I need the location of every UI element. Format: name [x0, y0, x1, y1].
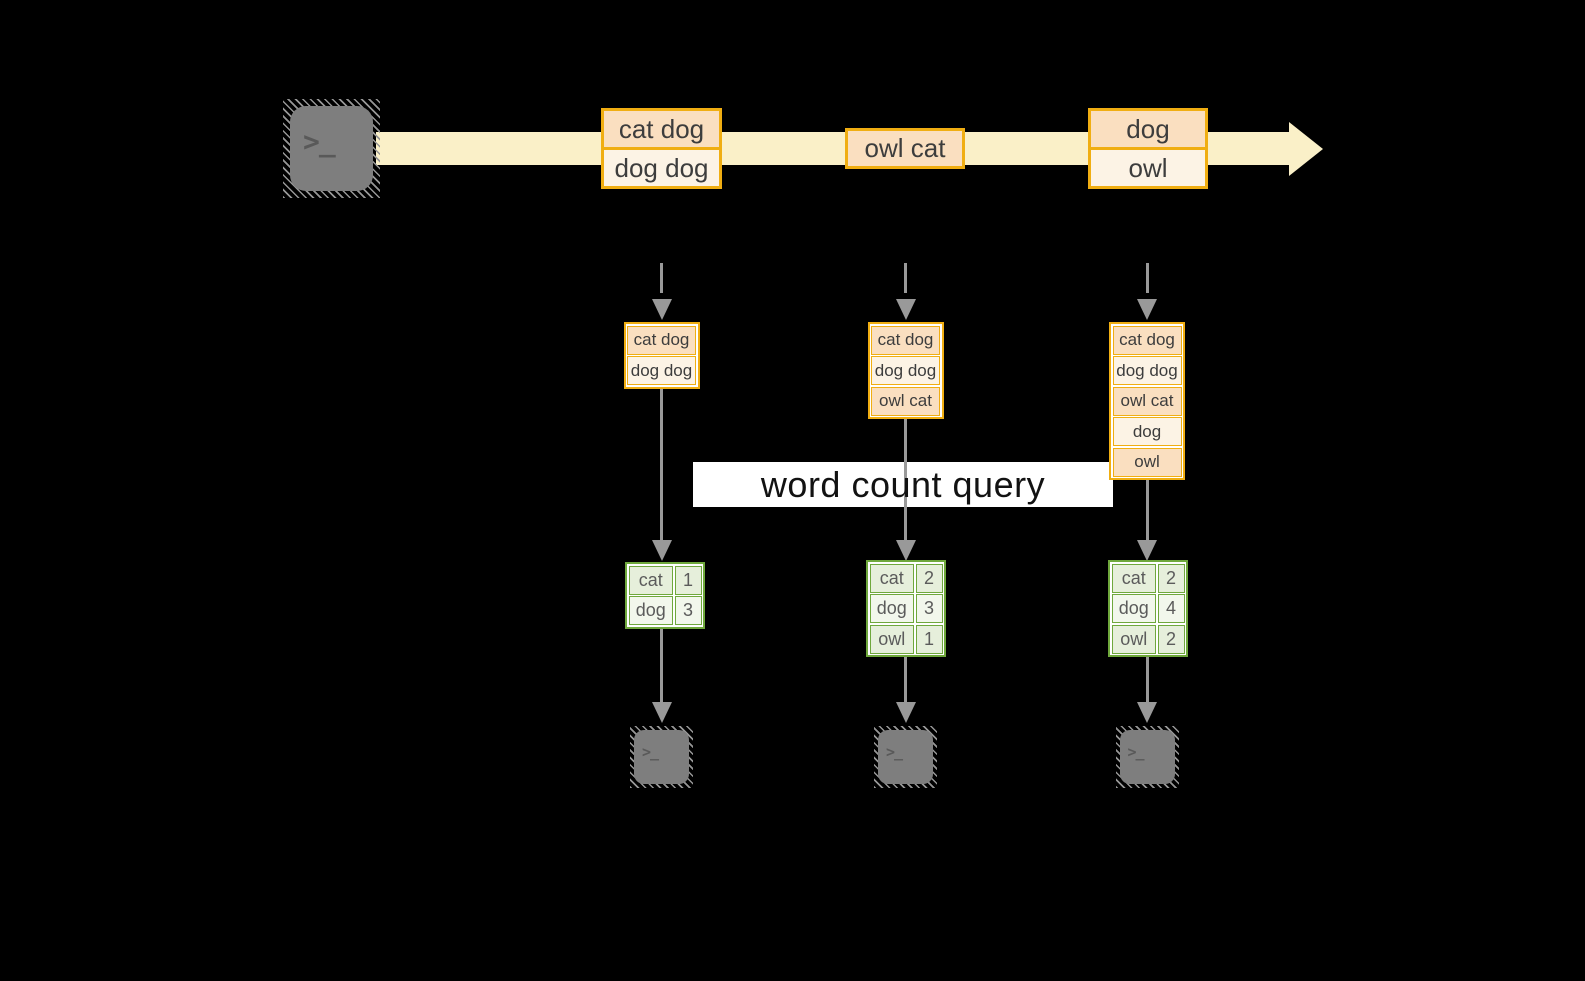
batch-cell: dog — [1091, 111, 1205, 147]
ingest-arrowhead-icon-2 — [895, 299, 916, 320]
count-word: dog — [628, 596, 673, 625]
buffer-cell: cat dog — [627, 325, 696, 355]
terminal-icon-sink-2: >_ — [874, 726, 937, 788]
terminal-prompt-glyph: >_ — [1127, 743, 1145, 761]
terminal-icon-sink-1: >_ — [630, 726, 693, 788]
query-arrowhead-icon-3 — [1137, 540, 1157, 561]
count-value: 1 — [674, 565, 702, 595]
query-arrow-line-2 — [904, 418, 907, 542]
query-label: word count query — [760, 463, 1046, 505]
sink-arrowhead-icon-2 — [895, 702, 916, 723]
batch-cell: owl — [1091, 147, 1205, 186]
count-word: owl — [869, 624, 914, 654]
buffer-cell: cat dog — [1112, 325, 1182, 355]
buffer-cell: dog dog — [627, 356, 696, 385]
buffer-stack-3: cat dog dog dog owl cat dog owl — [1109, 322, 1185, 480]
count-table-1: cat 1 dog 3 — [625, 562, 705, 629]
count-word: dog — [1111, 594, 1156, 623]
count-value: 4 — [1157, 594, 1185, 623]
buffer-cell: owl cat — [871, 386, 940, 416]
ingest-arrowhead-icon-1 — [651, 299, 672, 320]
count-word: dog — [869, 594, 914, 623]
sink-arrowhead-icon-3 — [1137, 702, 1157, 723]
count-value: 2 — [1157, 563, 1185, 593]
batch-cell: owl cat — [848, 131, 962, 166]
sink-arrowhead-icon-1 — [651, 702, 672, 723]
count-table-2: cat 2 dog 3 owl 1 — [866, 560, 946, 657]
buffer-stack-1: cat dog dog dog — [623, 322, 700, 389]
sink-arrow-line-2 — [904, 657, 907, 704]
stream-batch-2: owl cat — [845, 128, 965, 169]
stream-arrowhead-icon — [1289, 122, 1323, 176]
ingest-arrow-dash-2 — [904, 263, 907, 293]
query-arrowhead-icon-1 — [651, 540, 672, 561]
terminal-icon-source: >_ — [283, 99, 380, 198]
count-value: 3 — [674, 596, 702, 625]
buffer-cell: owl — [1112, 447, 1182, 477]
count-value: 3 — [915, 594, 943, 623]
terminal-icon-sink-3: >_ — [1115, 726, 1179, 788]
buffer-cell: dog — [1112, 417, 1182, 446]
ingest-arrowhead-icon-3 — [1137, 299, 1157, 320]
stream-batch-1: cat dog dog dog — [601, 108, 722, 189]
count-word: cat — [1111, 563, 1156, 593]
count-value: 2 — [1157, 624, 1185, 654]
batch-cell: dog dog — [604, 147, 719, 186]
query-label-background — [693, 462, 1113, 507]
count-word: cat — [628, 565, 673, 595]
terminal-prompt-glyph: >_ — [642, 743, 659, 761]
sink-arrow-line-3 — [1145, 657, 1149, 704]
count-value: 2 — [915, 563, 943, 593]
query-arrow-line-1 — [660, 386, 663, 542]
ingest-arrow-dash-1 — [660, 263, 663, 293]
batch-cell: cat dog — [604, 111, 719, 147]
ingest-arrow-dash-3 — [1145, 263, 1149, 293]
query-arrow-line-3 — [1145, 480, 1149, 542]
terminal-prompt-glyph: >_ — [886, 743, 903, 761]
buffer-cell: cat dog — [871, 325, 940, 355]
sink-arrow-line-1 — [660, 629, 663, 704]
count-word: cat — [869, 563, 914, 593]
stream-batch-3: dog owl — [1088, 108, 1208, 189]
count-word: owl — [1111, 624, 1156, 654]
count-value: 1 — [915, 624, 943, 654]
buffer-cell: dog dog — [1112, 356, 1182, 385]
query-arrowhead-icon-2 — [895, 540, 916, 561]
buffer-stack-2: cat dog dog dog owl cat — [867, 322, 944, 419]
count-table-3: cat 2 dog 4 owl 2 — [1108, 560, 1188, 657]
terminal-prompt-glyph: >_ — [303, 125, 336, 158]
buffer-cell: dog dog — [871, 356, 940, 385]
buffer-cell: owl cat — [1112, 386, 1182, 416]
